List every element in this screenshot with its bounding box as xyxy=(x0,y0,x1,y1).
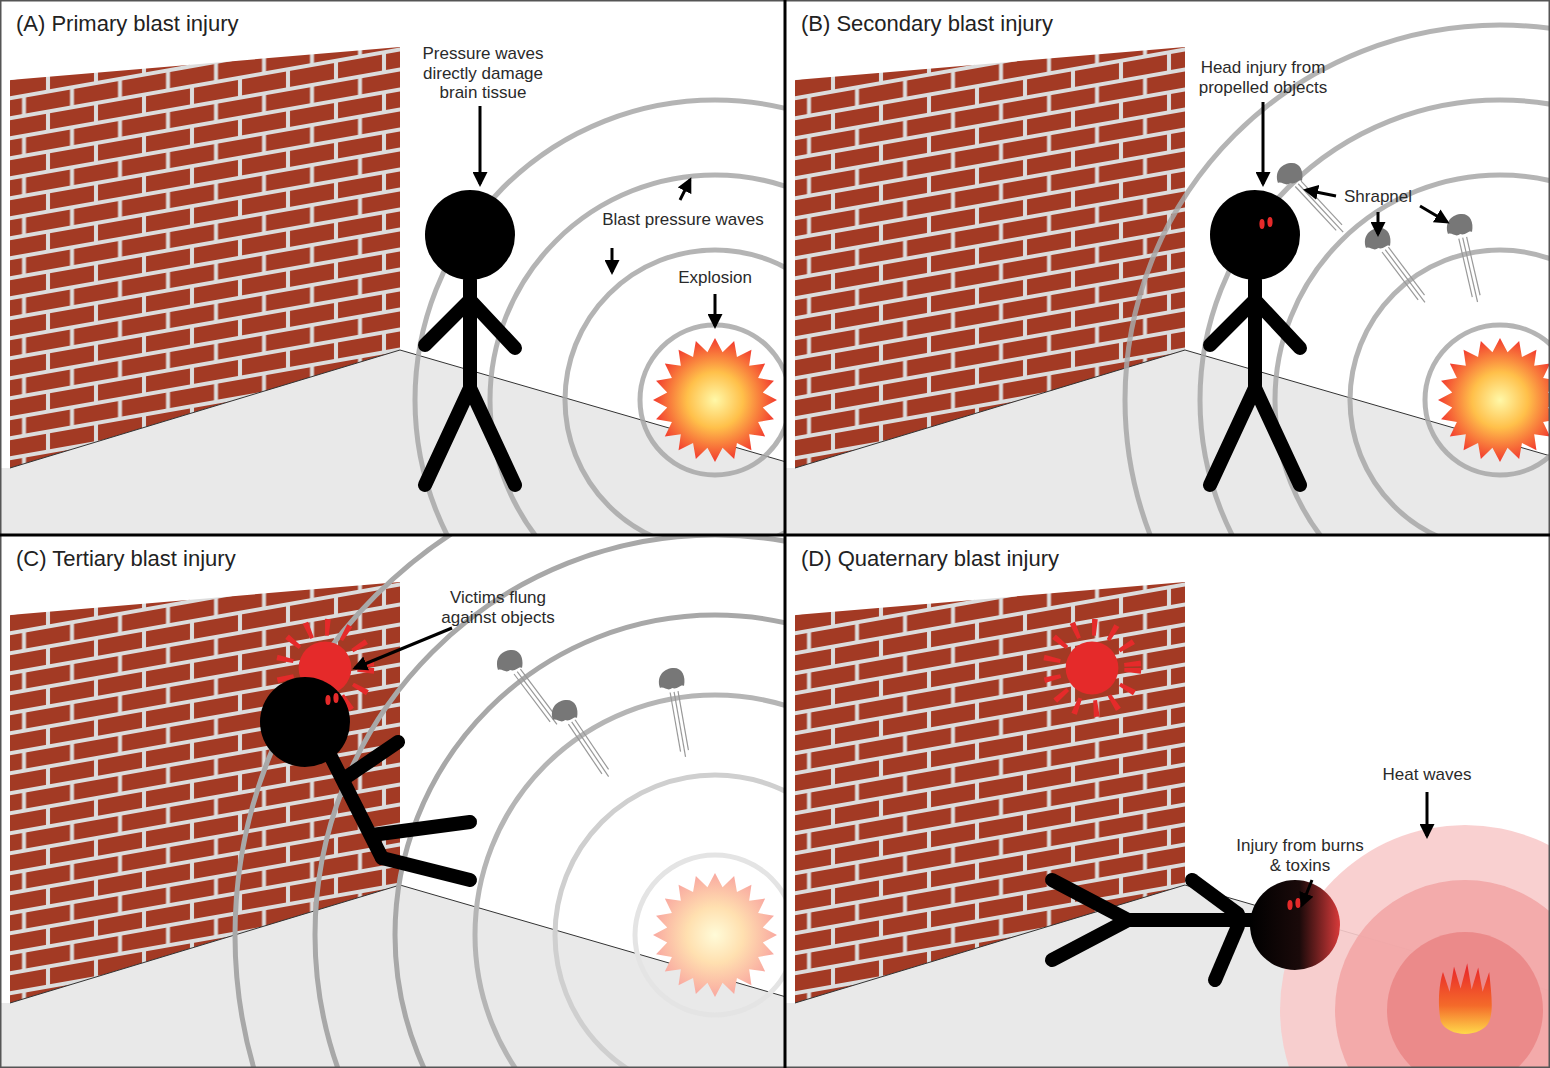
heat-wave xyxy=(1335,880,1550,1068)
panel-d-art xyxy=(785,582,1550,1068)
diagram-panel: (B) Secondary blast injury xyxy=(785,0,1550,535)
callout-label: Pressure waves directly damage brain tis… xyxy=(408,44,558,103)
shrapnel xyxy=(1447,214,1473,235)
callout-label: Shrapnel xyxy=(1333,187,1423,207)
callout-label: Victims flung against objects xyxy=(433,588,563,627)
head xyxy=(260,677,350,767)
pressure-rings xyxy=(415,100,785,535)
leader-arrows xyxy=(355,628,452,668)
stick-figure xyxy=(425,280,515,485)
leader-arrows xyxy=(1263,102,1447,234)
brick-wall xyxy=(785,47,1550,535)
stick-figure xyxy=(1052,880,1252,980)
head xyxy=(425,190,515,280)
shrapnel xyxy=(1277,163,1303,184)
blood-drops xyxy=(325,693,338,705)
diagram-panel: (D) Quaternary blast injury xyxy=(785,535,1550,1068)
panel-heading: (B) Secondary blast injury xyxy=(801,12,1053,36)
motion-lines xyxy=(1382,247,1428,305)
motion-lines xyxy=(670,691,689,757)
shrapnel xyxy=(552,700,578,721)
fire xyxy=(1439,963,1492,1034)
stick-figure xyxy=(330,742,470,880)
callout-label: Explosion xyxy=(660,268,770,288)
pressure-rings xyxy=(235,535,785,1068)
panel-a-art xyxy=(0,47,785,535)
panel-heading: (D) Quaternary blast injury xyxy=(801,547,1059,571)
impact-splat xyxy=(1051,627,1133,709)
diagram-panel: (A) Primary blast injury xyxy=(0,0,785,535)
panel-b-art xyxy=(785,25,1550,535)
callout-label: Heat waves xyxy=(1367,765,1487,785)
pressure-rings xyxy=(1125,25,1550,535)
shrapnel xyxy=(659,668,685,689)
panel-heading: (C) Tertiary blast injury xyxy=(16,547,236,571)
brick-wall xyxy=(0,47,785,535)
burned-head xyxy=(1250,880,1340,970)
blood-drops xyxy=(1287,898,1300,910)
explosion xyxy=(653,338,777,462)
heat-wave xyxy=(1387,932,1543,1068)
motion-lines xyxy=(568,720,612,779)
explosion xyxy=(1438,338,1550,462)
panel-c-art xyxy=(0,535,785,1068)
brick-wall xyxy=(0,582,785,1068)
motion-lines xyxy=(1295,181,1346,235)
stick-figure xyxy=(1210,280,1300,485)
panel-heading: (A) Primary blast injury xyxy=(16,12,238,36)
callout-label: Injury from burns & toxins xyxy=(1235,836,1365,875)
blood-drops xyxy=(1259,217,1272,229)
shrapnel xyxy=(497,650,523,671)
callout-label: Blast pressure waves xyxy=(583,210,783,230)
callout-label: Head injury from propelled objects xyxy=(1178,58,1348,97)
motion-lines xyxy=(1459,237,1482,303)
diagram-panel: (C) Tertiary blast injury xyxy=(0,535,785,1068)
head xyxy=(1210,190,1300,280)
explosion xyxy=(653,873,777,997)
panel-divider xyxy=(0,534,1550,537)
